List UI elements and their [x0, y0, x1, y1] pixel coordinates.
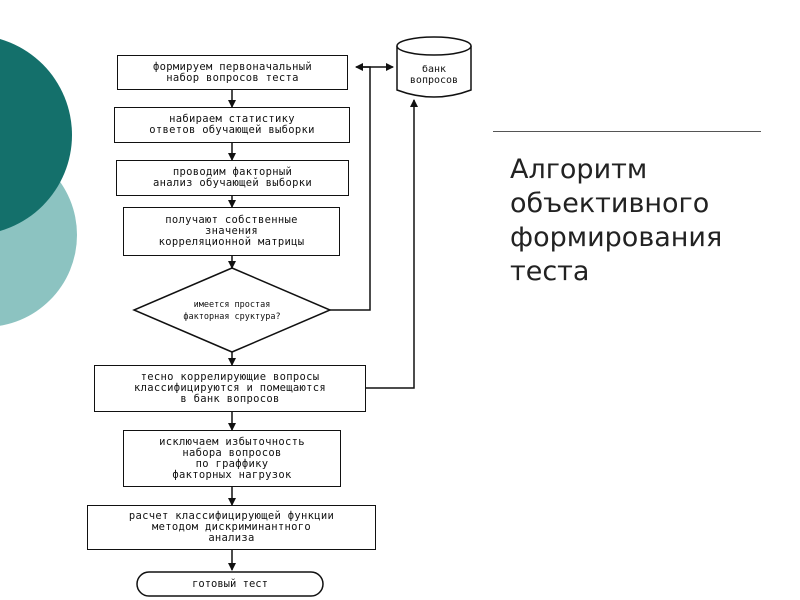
step-factor-analysis: проводим факторный анализ обучающей выбо…: [116, 160, 349, 196]
decision-diamond: [132, 267, 332, 353]
step-eigenvalues: получают собственные значения корреляцио…: [123, 207, 340, 256]
slide-title-line: формирования: [510, 222, 723, 253]
terminal-label: готовый тест: [137, 572, 323, 596]
decision-text: имеется простая факторная сруктура?: [162, 296, 302, 326]
step-line: анализ обучающей выборки: [153, 177, 312, 189]
step-discriminant-function: расчет классифицирующей функции методом …: [87, 505, 376, 550]
slide-title-line: Алгоритм: [510, 154, 648, 185]
decision-line: имеется простая: [193, 300, 271, 310]
step-line: набор вопросов теста: [166, 71, 299, 84]
bank-line: вопросов: [409, 75, 459, 86]
terminal-text: готовый тест: [192, 578, 268, 590]
slide-title-line: объективного: [510, 188, 710, 219]
slide-title: Алгоритм объективного формирования теста: [510, 153, 780, 289]
step-line: ответов обучающей выборки: [149, 124, 315, 136]
step-line: значения: [205, 225, 258, 237]
step-line: классифицируются и помещаются: [133, 382, 327, 394]
step-line: в банк вопросов: [180, 393, 280, 405]
step-line: набора вопросов: [182, 446, 282, 459]
arrow-step5-to-bank: [366, 99, 418, 389]
step-line: по граффику: [195, 457, 269, 470]
bank-line: банк: [421, 64, 447, 75]
step-classify-to-bank: тесно коррелирующие вопросы классифициру…: [94, 365, 366, 412]
step-form-initial-set: формируем первоначальный набор вопросов …: [117, 55, 348, 90]
step-line: анализа: [208, 532, 255, 544]
step-line: исключаем избыточность: [159, 435, 305, 448]
step-line: получают собственные: [165, 214, 298, 226]
step-line: проводим факторный: [172, 166, 293, 178]
step-collect-statistics: набираем статистику ответов обучающей вы…: [114, 107, 350, 143]
step-remove-redundancy: исключаем избыточность набора вопросов п…: [123, 430, 341, 487]
slide-title-line: теста: [510, 256, 590, 287]
dark-teal-circle: [0, 39, 72, 231]
step-line: формируем первоначальный: [153, 60, 312, 73]
question-bank-cylinder: [396, 36, 472, 98]
step-line: корреляционной матрицы: [158, 236, 305, 248]
step-line: факторных нагрузок: [172, 468, 292, 481]
terminal-shape: [136, 571, 324, 597]
step-line: методом дискриминантного: [152, 521, 311, 533]
decision-line: факторная сруктура?: [183, 312, 281, 322]
step-line: тесно коррелирующие вопросы: [140, 371, 320, 383]
title-divider: [493, 131, 761, 132]
question-bank-label: банк вопросов: [397, 60, 471, 90]
step-line: набираем статистику: [169, 113, 295, 125]
step-line: расчет классифицирующей функции: [128, 510, 335, 522]
